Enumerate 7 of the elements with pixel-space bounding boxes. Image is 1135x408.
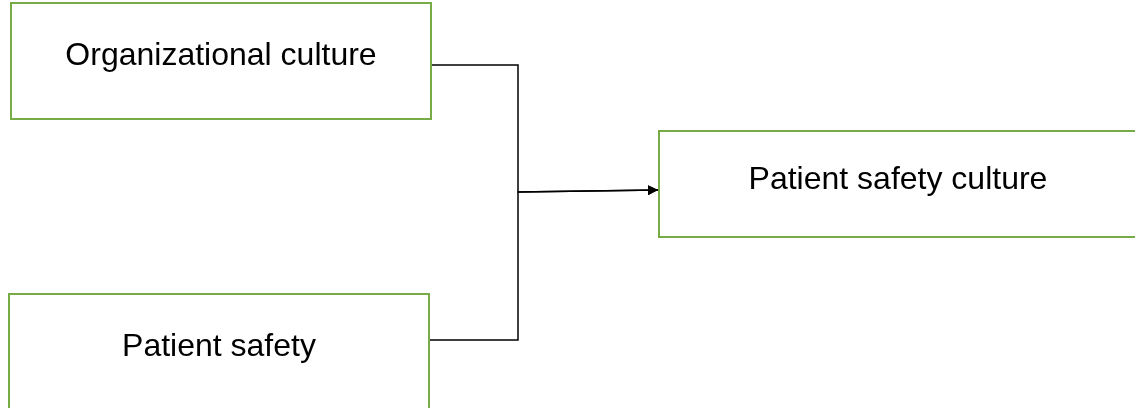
box-label: Patient safety culture [748, 159, 1048, 198]
process-box [8, 293, 430, 408]
process-box [10, 2, 432, 120]
box-label: Patient safety [122, 326, 316, 365]
process-box [658, 130, 1135, 238]
connector-arrow [429, 185, 659, 341]
box-label: Organizational culture [65, 35, 377, 74]
